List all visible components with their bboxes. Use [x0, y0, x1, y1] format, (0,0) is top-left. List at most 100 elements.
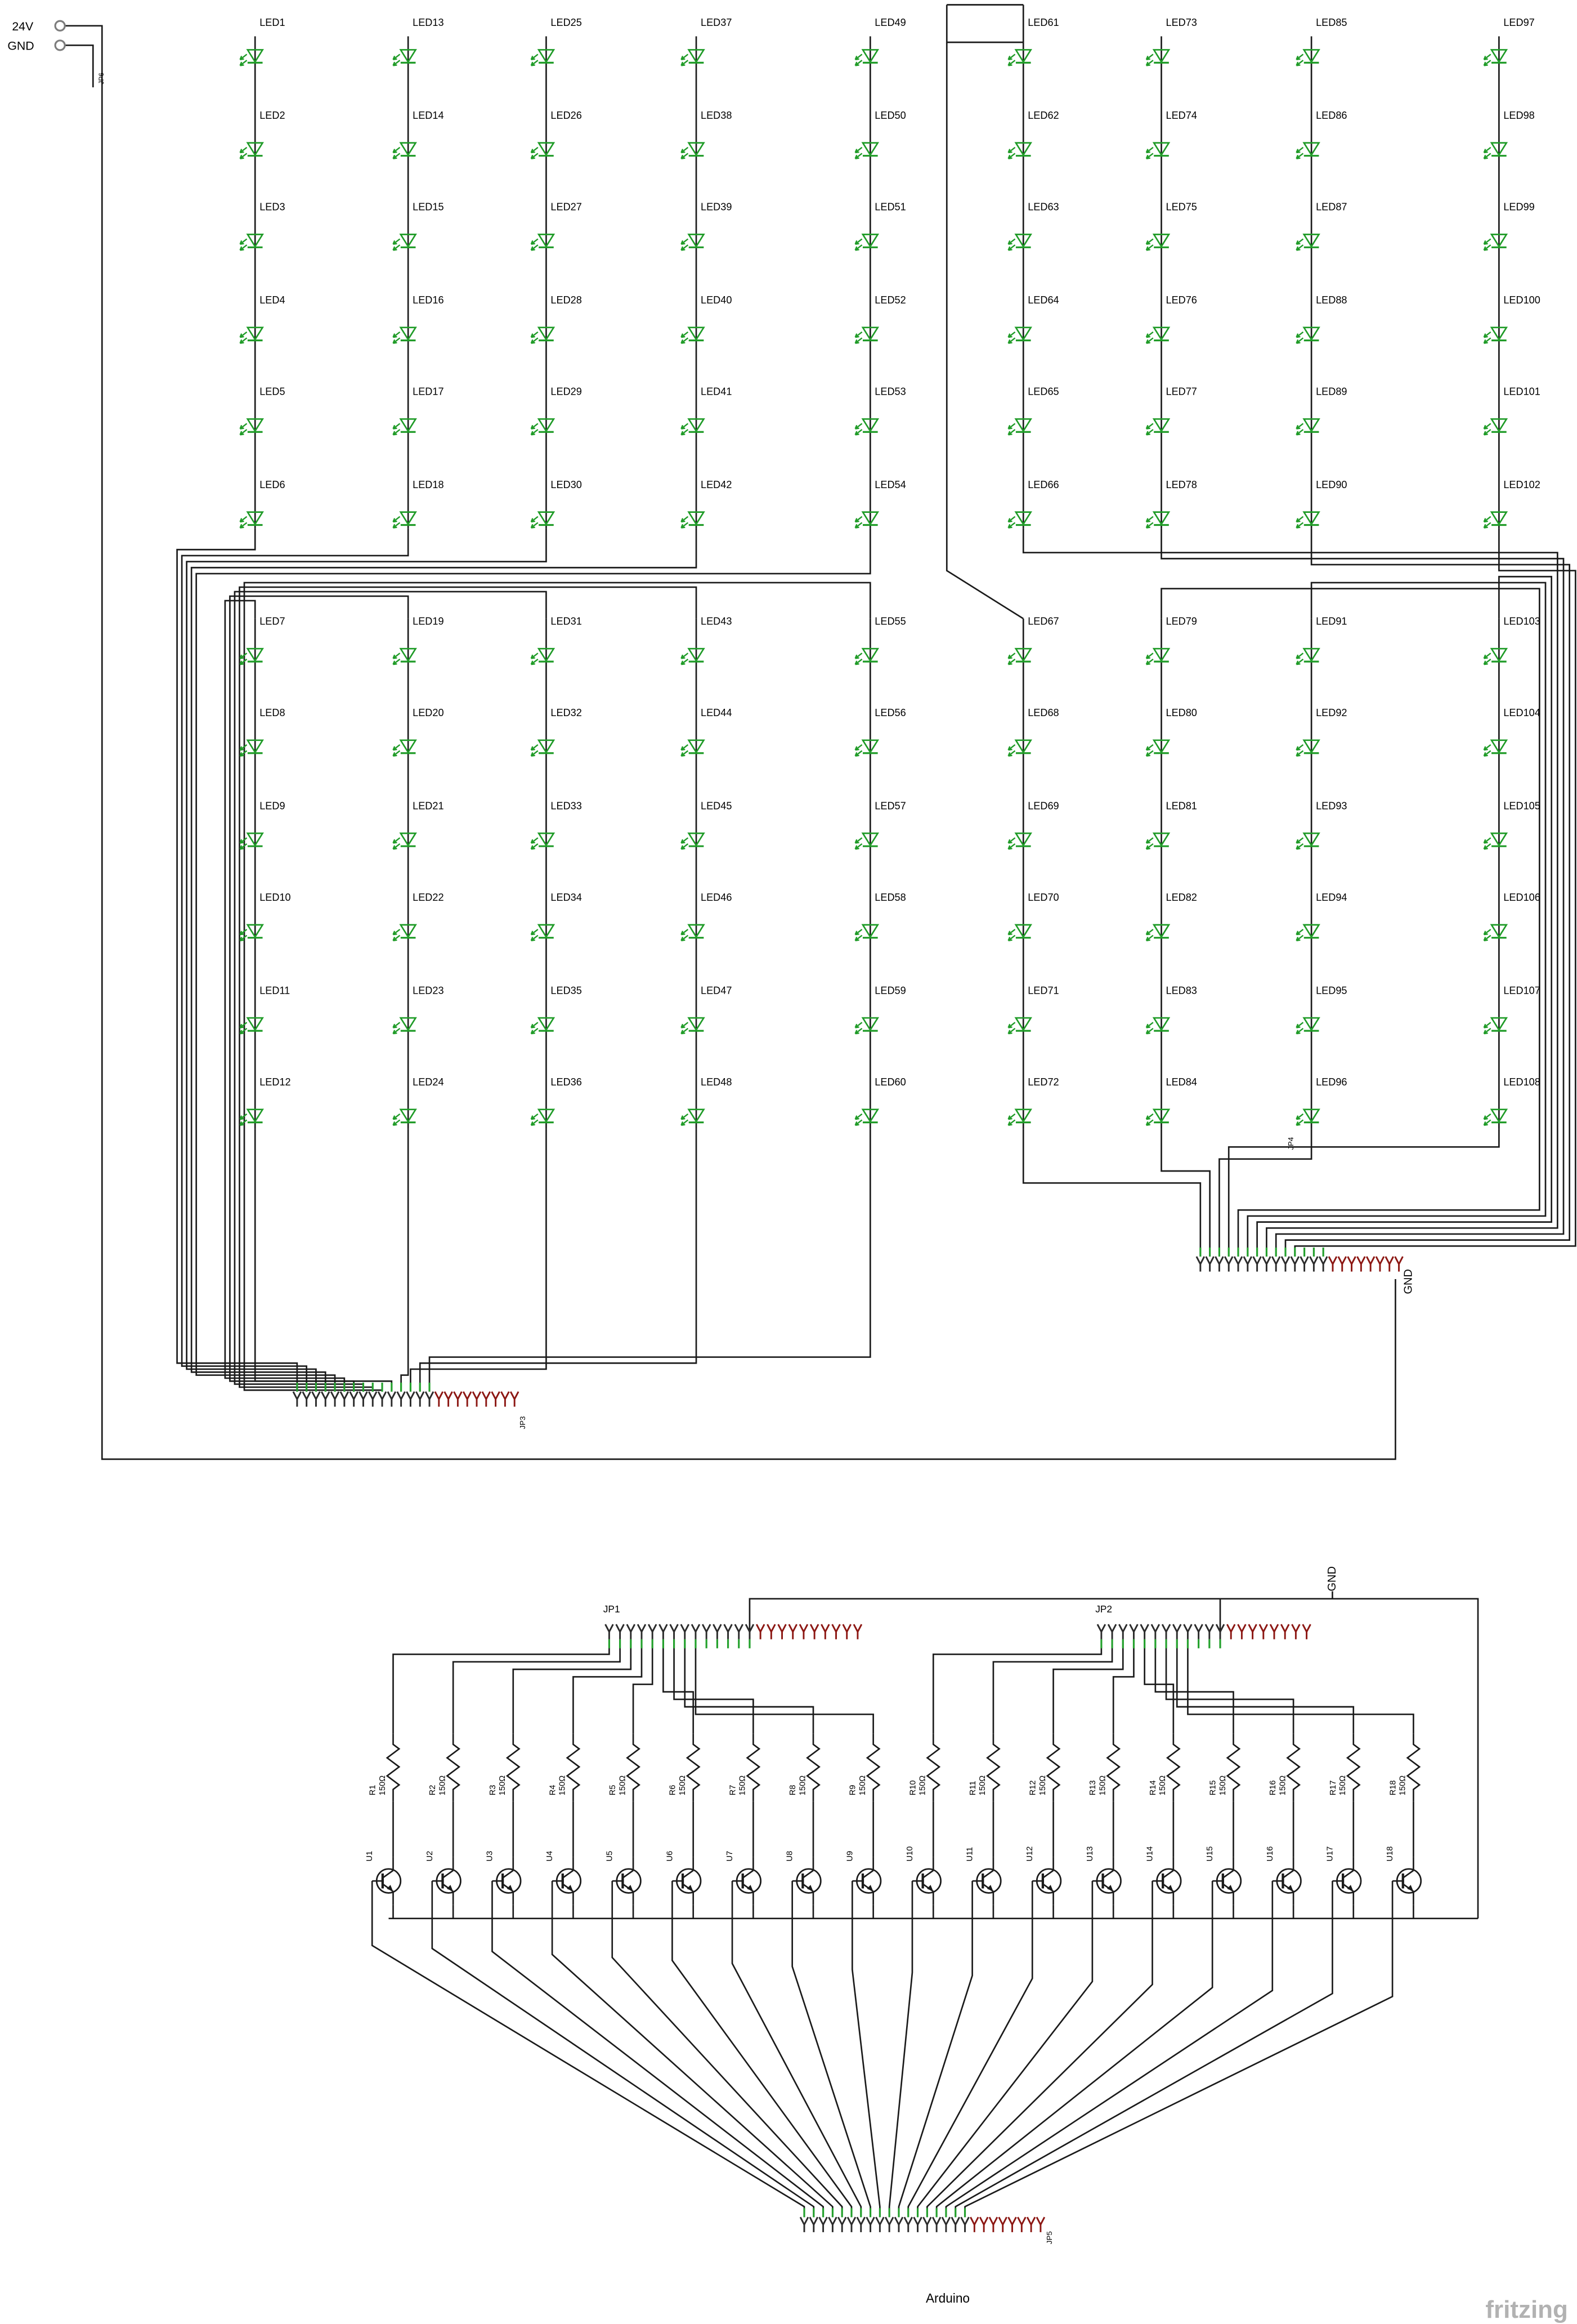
led-LED53[interactable]: LED53 — [854, 386, 906, 436]
led-LED34[interactable]: LED34 — [530, 892, 582, 941]
led-LED54[interactable]: LED54 — [854, 479, 906, 529]
transistor-U8[interactable]: U8 — [786, 1851, 822, 1905]
led-LED95[interactable]: LED95 — [1296, 985, 1347, 1035]
led-LED70[interactable]: LED70 — [1007, 892, 1059, 941]
led-LED31[interactable]: LED31 — [530, 616, 582, 665]
led-LED1[interactable]: LED1 — [239, 17, 285, 66]
led-LED50[interactable]: LED50 — [854, 110, 906, 159]
led-LED80[interactable]: LED80 — [1145, 707, 1197, 757]
led-LED35[interactable]: LED35 — [530, 985, 582, 1035]
transistor-U18[interactable]: U18 — [1386, 1846, 1422, 1905]
led-LED88[interactable]: LED88 — [1296, 294, 1347, 344]
led-LED81[interactable]: LED81 — [1145, 800, 1197, 850]
transistor-U11[interactable]: U11 — [966, 1847, 1002, 1905]
transistor-U2[interactable]: U2 — [425, 1851, 462, 1905]
led-LED48[interactable]: LED48 — [680, 1076, 732, 1126]
led-LED101[interactable]: LED101 — [1483, 386, 1540, 436]
led-LED97[interactable]: LED97 — [1483, 17, 1535, 66]
led-LED67[interactable]: LED67 — [1007, 616, 1059, 665]
transistor-U1[interactable]: U1 — [365, 1851, 402, 1905]
led-LED102[interactable]: LED102 — [1483, 479, 1540, 529]
transistor-U13[interactable]: U13 — [1086, 1846, 1122, 1905]
led-LED69[interactable]: LED69 — [1007, 800, 1059, 850]
led-LED61[interactable]: LED61 — [1007, 17, 1059, 66]
led-LED33[interactable]: LED33 — [530, 800, 582, 850]
transistor-U6[interactable]: U6 — [665, 1851, 702, 1905]
led-LED75[interactable]: LED75 — [1145, 202, 1197, 251]
led-LED25[interactable]: LED25 — [530, 17, 582, 66]
led-LED8[interactable]: LED8 — [239, 707, 285, 757]
led-LED12[interactable]: LED12 — [239, 1076, 291, 1126]
led-LED39[interactable]: LED39 — [680, 202, 732, 251]
led-LED57[interactable]: LED57 — [854, 800, 906, 850]
led-LED37[interactable]: LED37 — [680, 17, 732, 66]
led-LED30[interactable]: LED30 — [530, 479, 582, 529]
led-LED4[interactable]: LED4 — [239, 294, 285, 344]
led-LED13[interactable]: LED13 — [392, 17, 444, 66]
led-LED66[interactable]: LED66 — [1007, 479, 1059, 529]
transistor-U9[interactable]: U9 — [845, 1851, 882, 1905]
led-LED76[interactable]: LED76 — [1145, 294, 1197, 344]
led-LED100[interactable]: LED100 — [1483, 294, 1540, 344]
led-LED79[interactable]: LED79 — [1145, 616, 1197, 665]
connector-JP2[interactable]: JP2 — [1095, 1603, 1311, 1648]
led-LED55[interactable]: LED55 — [854, 616, 906, 665]
led-LED64[interactable]: LED64 — [1007, 294, 1059, 344]
led-LED21[interactable]: LED21 — [392, 800, 444, 850]
led-LED68[interactable]: LED68 — [1007, 707, 1059, 757]
transistor-U3[interactable]: U3 — [485, 1851, 522, 1905]
led-LED73[interactable]: LED73 — [1145, 17, 1197, 66]
led-LED19[interactable]: LED19 — [392, 616, 444, 665]
led-LED60[interactable]: LED60 — [854, 1076, 906, 1126]
led-LED44[interactable]: LED44 — [680, 707, 732, 757]
led-LED90[interactable]: LED90 — [1296, 479, 1347, 529]
led-LED29[interactable]: LED29 — [530, 386, 582, 436]
led-LED82[interactable]: LED82 — [1145, 892, 1197, 941]
led-LED91[interactable]: LED91 — [1296, 616, 1347, 665]
led-LED59[interactable]: LED59 — [854, 985, 906, 1035]
led-LED45[interactable]: LED45 — [680, 800, 732, 850]
led-LED84[interactable]: LED84 — [1145, 1076, 1197, 1126]
connector-JP3[interactable]: JP3 — [292, 1382, 527, 1429]
connector-JP4[interactable]: JP4 — [1195, 1137, 1404, 1272]
led-LED47[interactable]: LED47 — [680, 985, 732, 1035]
led-LED108[interactable]: LED108 — [1483, 1076, 1540, 1126]
led-LED38[interactable]: LED38 — [680, 110, 732, 159]
led-LED14[interactable]: LED14 — [392, 110, 444, 159]
led-LED74[interactable]: LED74 — [1145, 110, 1197, 159]
led-LED3[interactable]: LED3 — [239, 202, 285, 251]
led-LED9[interactable]: LED9 — [239, 800, 285, 850]
led-LED11[interactable]: LED11 — [239, 985, 290, 1035]
led-LED2[interactable]: LED2 — [239, 110, 285, 159]
led-LED17[interactable]: LED17 — [392, 386, 444, 436]
led-LED86[interactable]: LED86 — [1296, 110, 1347, 159]
led-LED65[interactable]: LED65 — [1007, 386, 1059, 436]
led-LED85[interactable]: LED85 — [1296, 17, 1347, 66]
led-LED63[interactable]: LED63 — [1007, 202, 1059, 251]
transistor-U7[interactable]: U7 — [725, 1851, 762, 1905]
led-LED43[interactable]: LED43 — [680, 616, 732, 665]
led-LED22[interactable]: LED22 — [392, 892, 444, 941]
terminal-gnd[interactable] — [54, 39, 66, 51]
led-LED94[interactable]: LED94 — [1296, 892, 1347, 941]
led-LED98[interactable]: LED98 — [1483, 110, 1535, 159]
terminal-24v[interactable] — [54, 20, 66, 32]
led-LED7[interactable]: LED7 — [239, 616, 285, 665]
led-LED83[interactable]: LED83 — [1145, 985, 1197, 1035]
led-LED27[interactable]: LED27 — [530, 202, 582, 251]
led-LED58[interactable]: LED58 — [854, 892, 906, 941]
led-LED93[interactable]: LED93 — [1296, 800, 1347, 850]
